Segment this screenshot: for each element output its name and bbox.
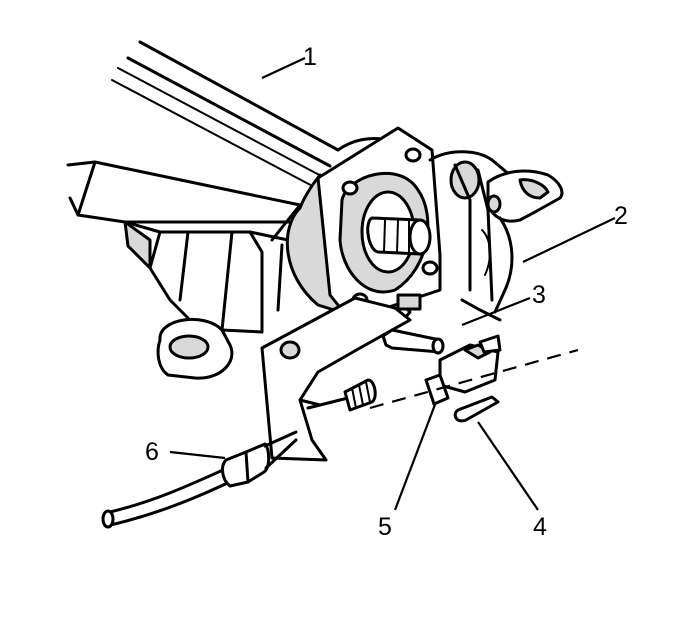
cable-bracket-plate [260, 296, 412, 462]
clevis-pin [381, 328, 445, 355]
outer-cable [101, 430, 298, 529]
cable-spring [306, 378, 377, 412]
axle-flange [316, 126, 442, 322]
callout-3: 3 [532, 281, 546, 309]
callout-2: 2 [614, 202, 628, 230]
axle-tube [111, 40, 390, 191]
callout-4: 4 [533, 513, 547, 541]
cotter-pin [453, 395, 500, 423]
callout-1: 1 [303, 43, 317, 71]
leader-lines [169, 57, 616, 511]
alignment-line [369, 348, 579, 410]
callout-6: 6 [145, 438, 159, 466]
axle-housing [66, 160, 302, 380]
callout-5: 5 [378, 513, 392, 541]
brake-lever-bracket [428, 150, 564, 322]
